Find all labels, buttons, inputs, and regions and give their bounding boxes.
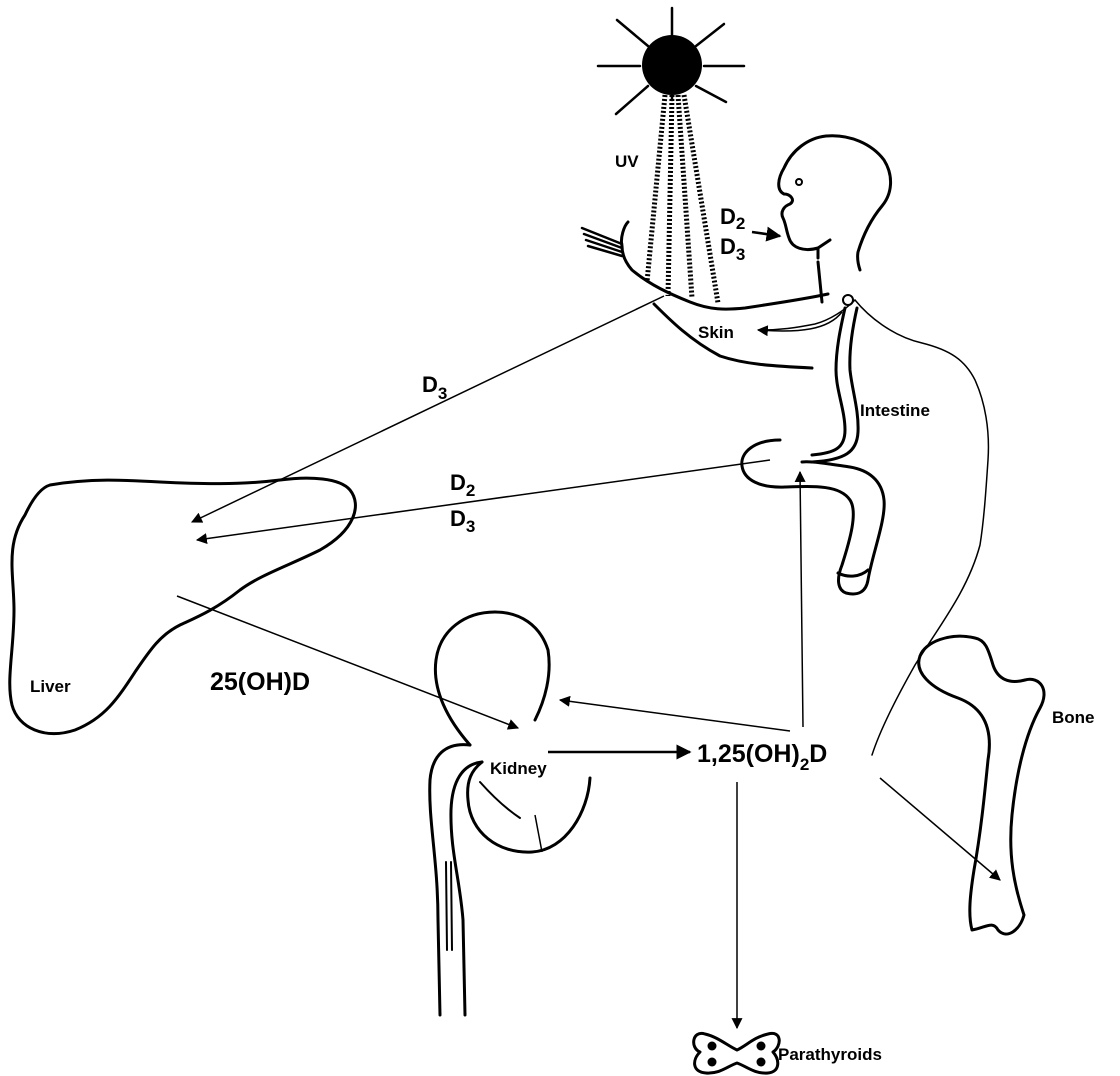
label-kidney: Kidney — [490, 759, 547, 778]
label-d3-intestine: D3 — [450, 506, 475, 536]
arrow-calcitriol-to-intestine — [800, 472, 803, 727]
label-skin: Skin — [698, 323, 734, 342]
human-figure — [582, 136, 988, 755]
label-d3-diet: D3 — [720, 234, 745, 264]
arrow-calcitriol-to-bone — [880, 778, 1000, 880]
label-d2-intestine: D2 — [450, 470, 475, 500]
label-intestine: Intestine — [860, 401, 930, 420]
kidney-label-pointer — [535, 815, 542, 852]
parathyroids-icon — [694, 1033, 780, 1073]
label-d3-skin: D3 — [422, 372, 447, 403]
bone-outline — [919, 636, 1044, 934]
arrow-intestine-to-liver — [197, 460, 770, 540]
pathway-arrows — [177, 232, 1000, 1028]
label-calcitriol: 1,25(OH)2D — [697, 740, 827, 774]
label-25-oh-d: 25(OH)D — [210, 668, 310, 696]
kidney-outline — [430, 612, 590, 1015]
arrow-diet-to-mouth — [752, 232, 780, 236]
arrow-calcitriol-to-kidney — [560, 700, 790, 731]
label-bone: Bone — [1052, 708, 1095, 727]
sun-icon — [598, 8, 744, 114]
arrow-to-skin — [758, 312, 842, 331]
arrow-liver-to-kidney — [177, 596, 518, 728]
label-uv: UV — [615, 152, 639, 171]
uv-rays — [647, 95, 718, 303]
arrow-skin-to-liver — [192, 296, 664, 522]
label-d2-diet: D2 — [720, 204, 745, 233]
label-liver: Liver — [30, 677, 71, 696]
label-parathyroids: Parathyroids — [778, 1045, 882, 1064]
